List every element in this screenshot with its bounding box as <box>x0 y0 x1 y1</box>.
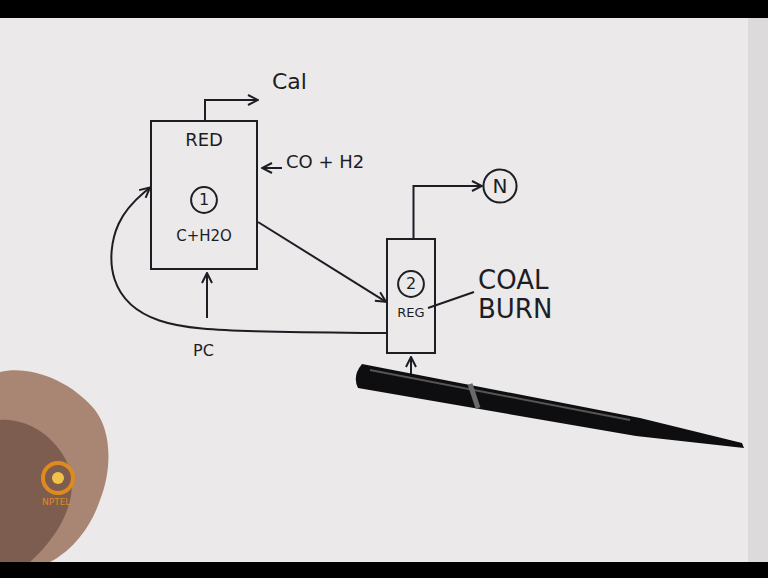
inlet-label: PC <box>193 342 214 360</box>
fuel-label: COAL BURN <box>478 266 578 323</box>
logo-core <box>52 472 64 484</box>
feed-arrow <box>262 167 282 169</box>
logo-ring <box>43 463 73 493</box>
outlet-arrow <box>205 100 258 120</box>
video-bar <box>0 562 768 578</box>
inlet-label: PC <box>193 342 214 360</box>
node-text: 1 <box>199 191 209 209</box>
callout-circle: 1 <box>190 186 218 214</box>
callout-circle: 2 <box>397 270 425 298</box>
flow-arrow <box>414 186 483 238</box>
stream-label: Cal <box>272 70 307 94</box>
hand <box>0 370 108 562</box>
stream-label: Cal <box>272 70 307 94</box>
node-text: 2 <box>406 275 416 293</box>
node-text: REG <box>397 306 424 320</box>
logo-text: NPTEL <box>42 498 70 508</box>
feed-label: CO + H2 <box>286 152 364 172</box>
node-text: RED <box>185 130 223 150</box>
flow-arrow <box>111 188 386 334</box>
inlet-arrow <box>206 273 208 318</box>
flow-arrow <box>258 222 386 302</box>
logo-text: NPTEL <box>42 498 70 508</box>
regenerator-box: 2REG <box>386 238 436 354</box>
paper-edge <box>748 18 768 562</box>
pen-band <box>470 384 478 408</box>
reactor-box: 1 RED C+H2O <box>150 120 258 270</box>
node-text: N <box>493 175 508 197</box>
product-circle: N <box>482 168 518 204</box>
pen <box>356 364 744 448</box>
feed-label: CO + H2 <box>286 152 364 172</box>
fuel-label: COAL BURN <box>478 266 578 323</box>
node-text: C+H2O <box>176 228 232 245</box>
video-bar <box>0 0 768 18</box>
pen-highlight <box>370 370 630 420</box>
